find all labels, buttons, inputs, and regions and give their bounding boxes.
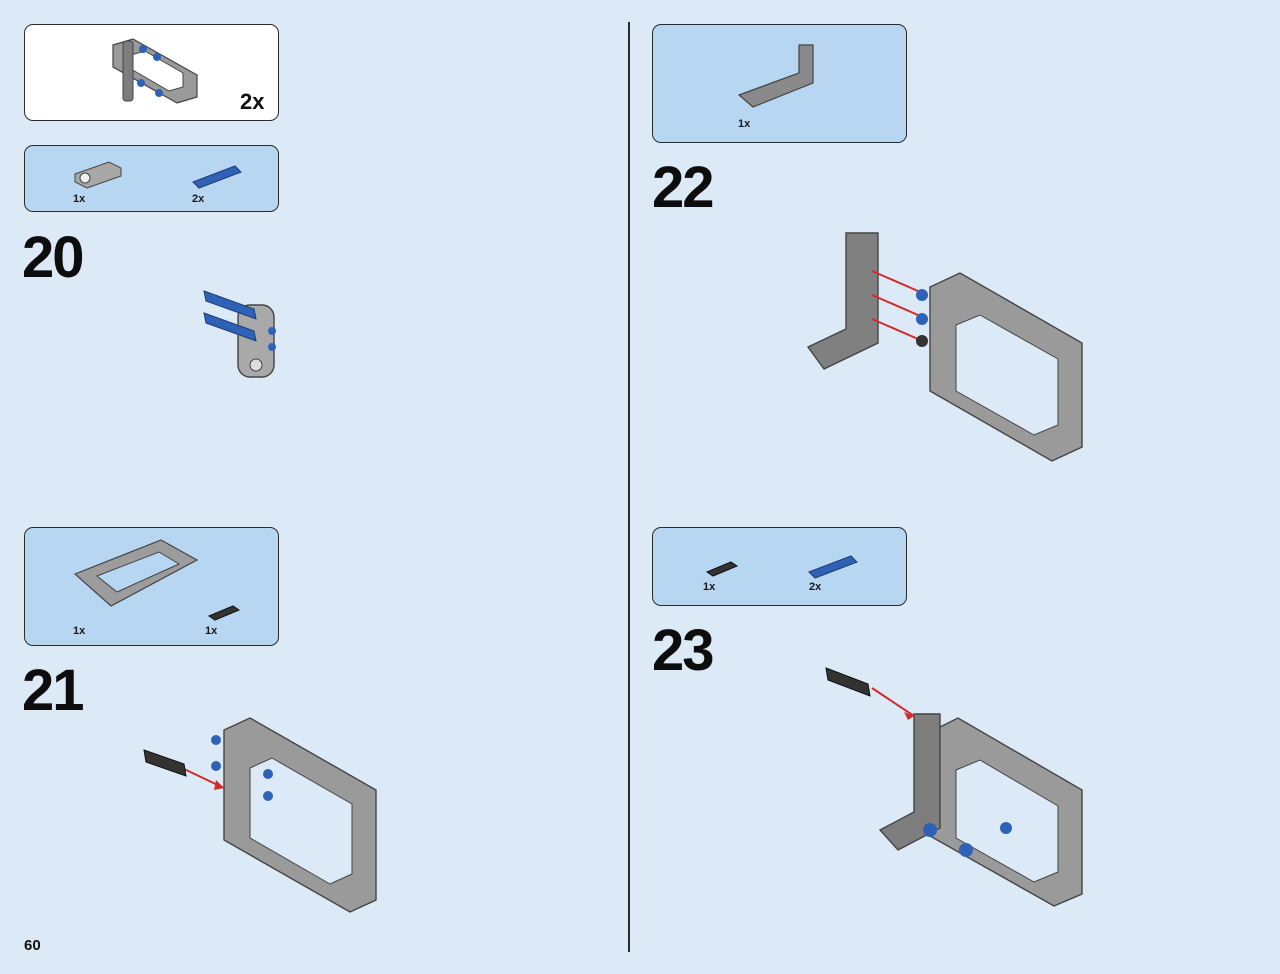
- part-qty: 1x: [703, 581, 716, 593]
- subassembly-multiplier: 2x: [240, 89, 265, 114]
- blue-pin-part-icon: [808, 555, 858, 579]
- part-qty: 1x: [738, 118, 751, 130]
- step-23-illustration: [825, 667, 1083, 907]
- step-20-parts-list: 1x 2x: [24, 145, 279, 212]
- step-22-illustration: [806, 232, 1083, 462]
- step-number: 22: [652, 155, 714, 220]
- gray-frame-part-icon: [73, 539, 199, 607]
- step-22-parts-list: 1x: [652, 24, 907, 143]
- step-21-illustration: [143, 717, 377, 913]
- part-qty: 2x: [809, 581, 822, 593]
- step-number: 21: [22, 658, 84, 723]
- subassembly-callout: 2x: [24, 24, 279, 121]
- part-qty: 1x: [73, 625, 86, 637]
- part-qty: 1x: [205, 625, 218, 637]
- black-pin-part-icon: [705, 561, 739, 577]
- page-number: 60: [24, 937, 41, 954]
- step-20-illustration: [203, 290, 276, 378]
- step-21-parts-list: 1x 1x: [24, 527, 279, 646]
- step-number: 20: [22, 225, 84, 290]
- step-number: 23: [652, 618, 714, 683]
- part-qty: 1x: [73, 193, 86, 205]
- page-divider: [628, 22, 630, 952]
- step-23-parts-list: 1x 2x: [652, 527, 907, 606]
- blue-pin-part-icon: [192, 165, 242, 189]
- subassembly-frame-illustration: [112, 38, 198, 104]
- black-pin-part-icon: [207, 605, 241, 621]
- gray-connector-part-icon: [74, 161, 122, 189]
- part-qty: 2x: [192, 193, 205, 205]
- gray-l-beam-part-icon: [737, 44, 814, 108]
